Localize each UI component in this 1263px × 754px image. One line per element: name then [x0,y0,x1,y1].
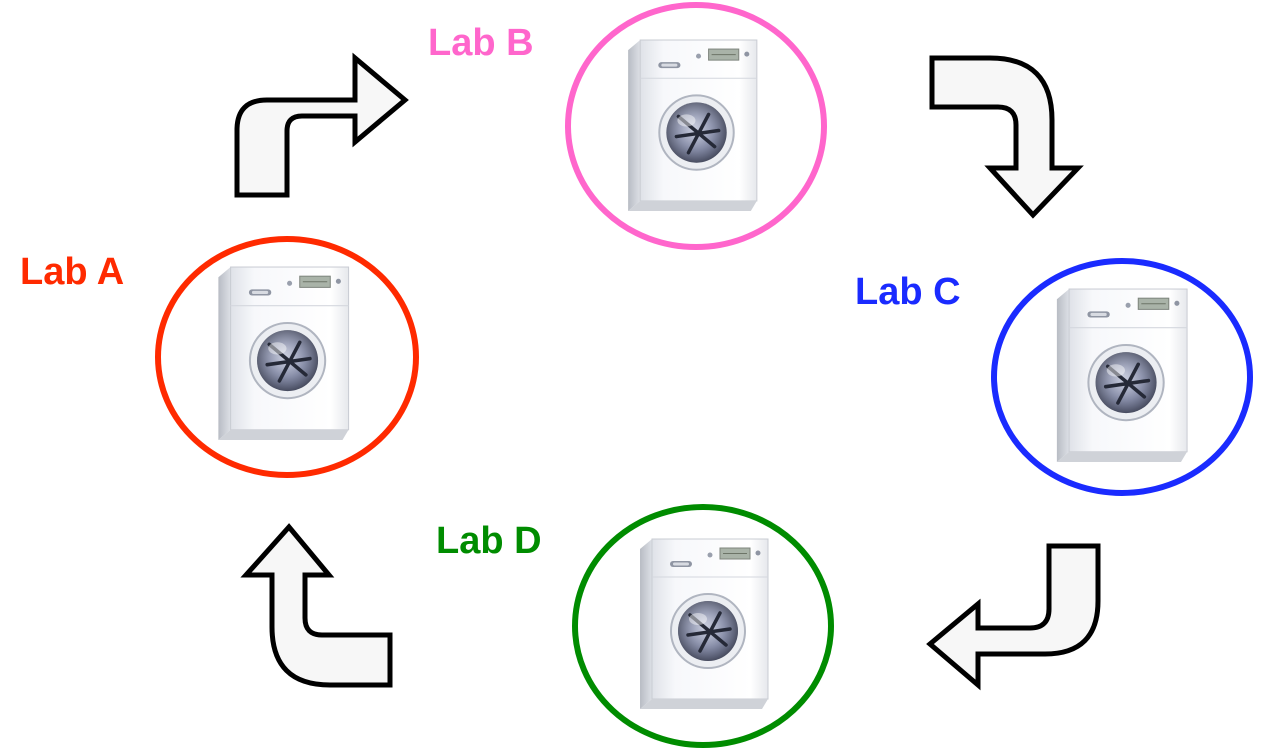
arrow-a-to-b-icon [234,52,409,198]
lab-c-circle [991,258,1253,496]
lab-b-circle [565,2,827,250]
lab-d-circle [572,504,834,748]
washing-machine-icon [1055,287,1189,464]
arrow-d-to-a-icon [240,523,393,688]
arrow-b-to-c-icon [929,55,1084,219]
lab-c-label: Lab C [855,271,961,313]
lab-b-node: Lab B [428,2,827,250]
lab-a-label: Lab A [20,251,124,293]
lab-d-node: Lab D [436,504,834,748]
lab-d-label: Lab D [436,520,542,562]
washing-machine-icon [640,537,770,711]
arrow-c-to-d-icon [926,543,1101,691]
washing-machine-icon [218,265,351,442]
washing-machine-icon [628,38,759,213]
lab-b-label: Lab B [428,22,534,64]
lab-a-node: Lab A [20,236,419,478]
lab-a-circle [155,236,419,478]
lab-c-node: Lab C [855,258,1253,496]
